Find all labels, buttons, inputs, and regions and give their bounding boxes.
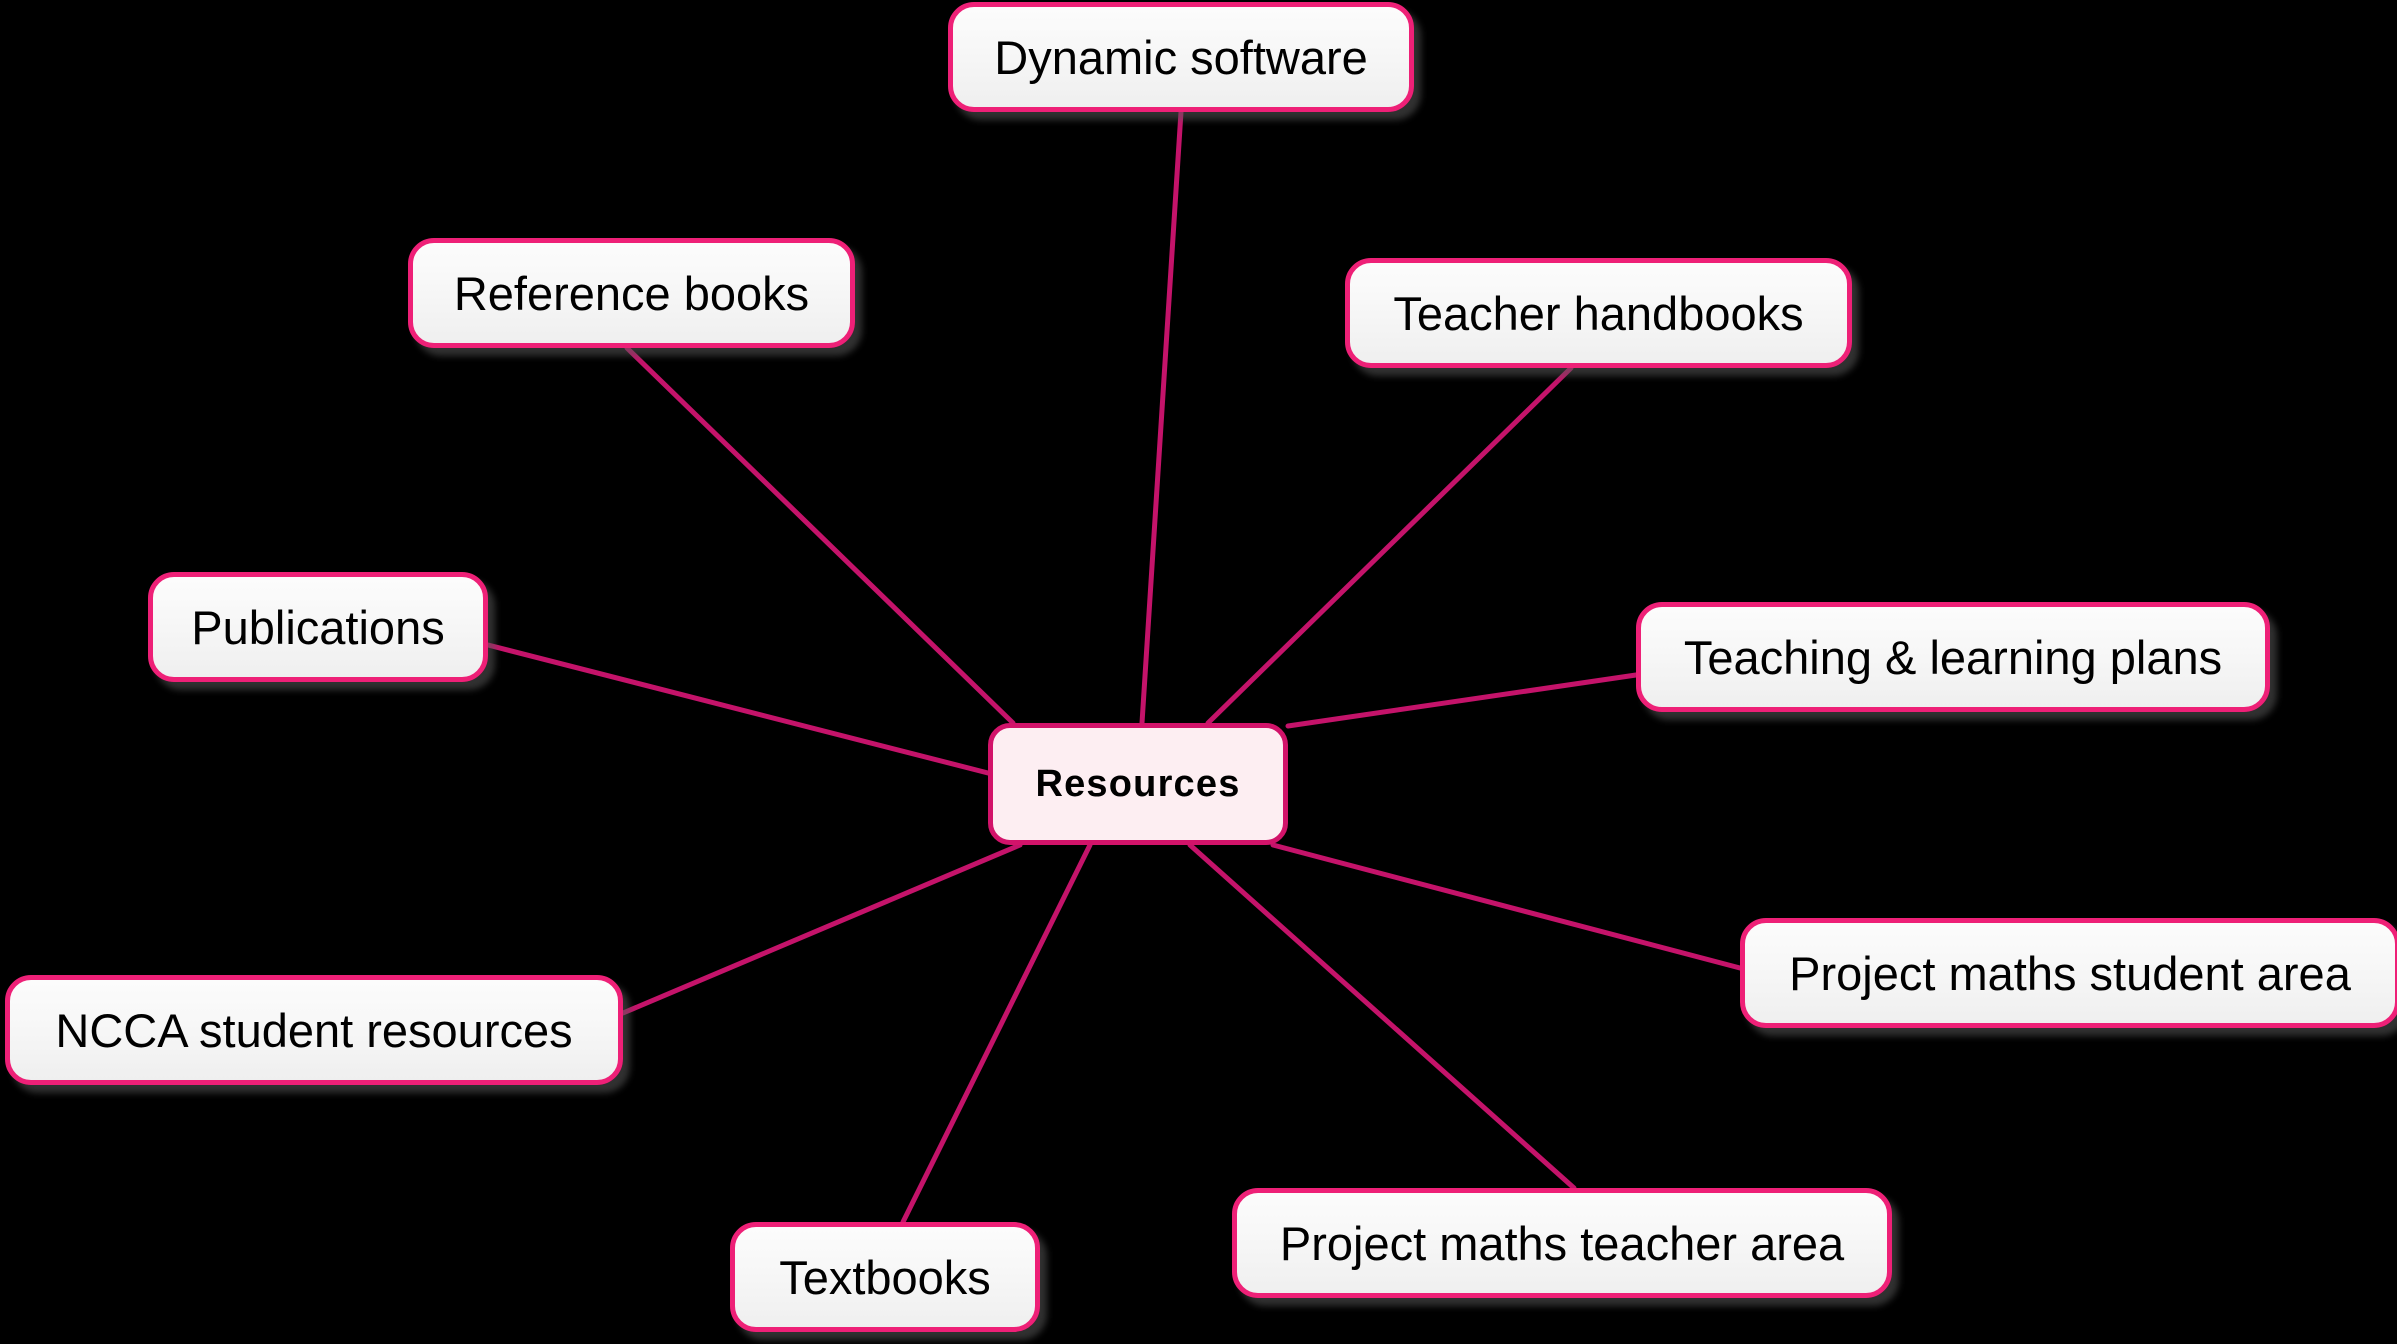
node-publications[interactable]: Publications: [148, 572, 488, 682]
node-label-textbooks: Textbooks: [779, 1250, 991, 1304]
edge-resources-to-teaching-learning-plans: [1285, 672, 1639, 729]
node-label-project-maths-teacher-area: Project maths teacher area: [1279, 1216, 1845, 1270]
node-teaching-learning-plans[interactable]: Teaching & learning plans: [1636, 602, 2270, 712]
edge-resources-to-dynamic-software: [1139, 109, 1184, 726]
node-label-resources: Resources: [1035, 763, 1241, 805]
edge-resources-to-project-maths-teacher-area: [1187, 842, 1577, 1191]
node-reference-books[interactable]: Reference books: [408, 238, 855, 348]
edge-resources-to-ncca-student-resources: [620, 842, 1023, 1016]
node-label-project-maths-student-area: Project maths student area: [1789, 946, 2351, 1000]
node-textbooks[interactable]: Textbooks: [730, 1222, 1040, 1332]
node-dynamic-software[interactable]: Dynamic software: [948, 2, 1414, 112]
edge-resources-to-publications: [485, 642, 991, 776]
node-project-maths-teacher-area[interactable]: Project maths teacher area: [1232, 1188, 1892, 1298]
edge-resources-to-project-maths-student-area: [1270, 842, 1743, 971]
node-label-reference-books: Reference books: [453, 266, 810, 320]
node-teacher-handbooks[interactable]: Teacher handbooks: [1345, 258, 1852, 368]
node-resources[interactable]: Resources: [988, 723, 1288, 845]
node-project-maths-student-area[interactable]: Project maths student area: [1740, 918, 2397, 1028]
node-label-ncca-student-resources: NCCA student resources: [55, 1003, 573, 1057]
node-ncca-student-resources[interactable]: NCCA student resources: [5, 975, 623, 1085]
edge-resources-to-teacher-handbooks: [1205, 365, 1574, 726]
node-label-dynamic-software: Dynamic software: [994, 30, 1368, 84]
node-label-teaching-learning-plans: Teaching & learning plans: [1683, 630, 2223, 684]
node-label-publications: Publications: [191, 600, 445, 654]
edge-resources-to-textbooks: [900, 842, 1093, 1225]
node-label-teacher-handbooks: Teacher handbooks: [1393, 286, 1804, 340]
edge-resources-to-reference-books: [624, 345, 1016, 726]
